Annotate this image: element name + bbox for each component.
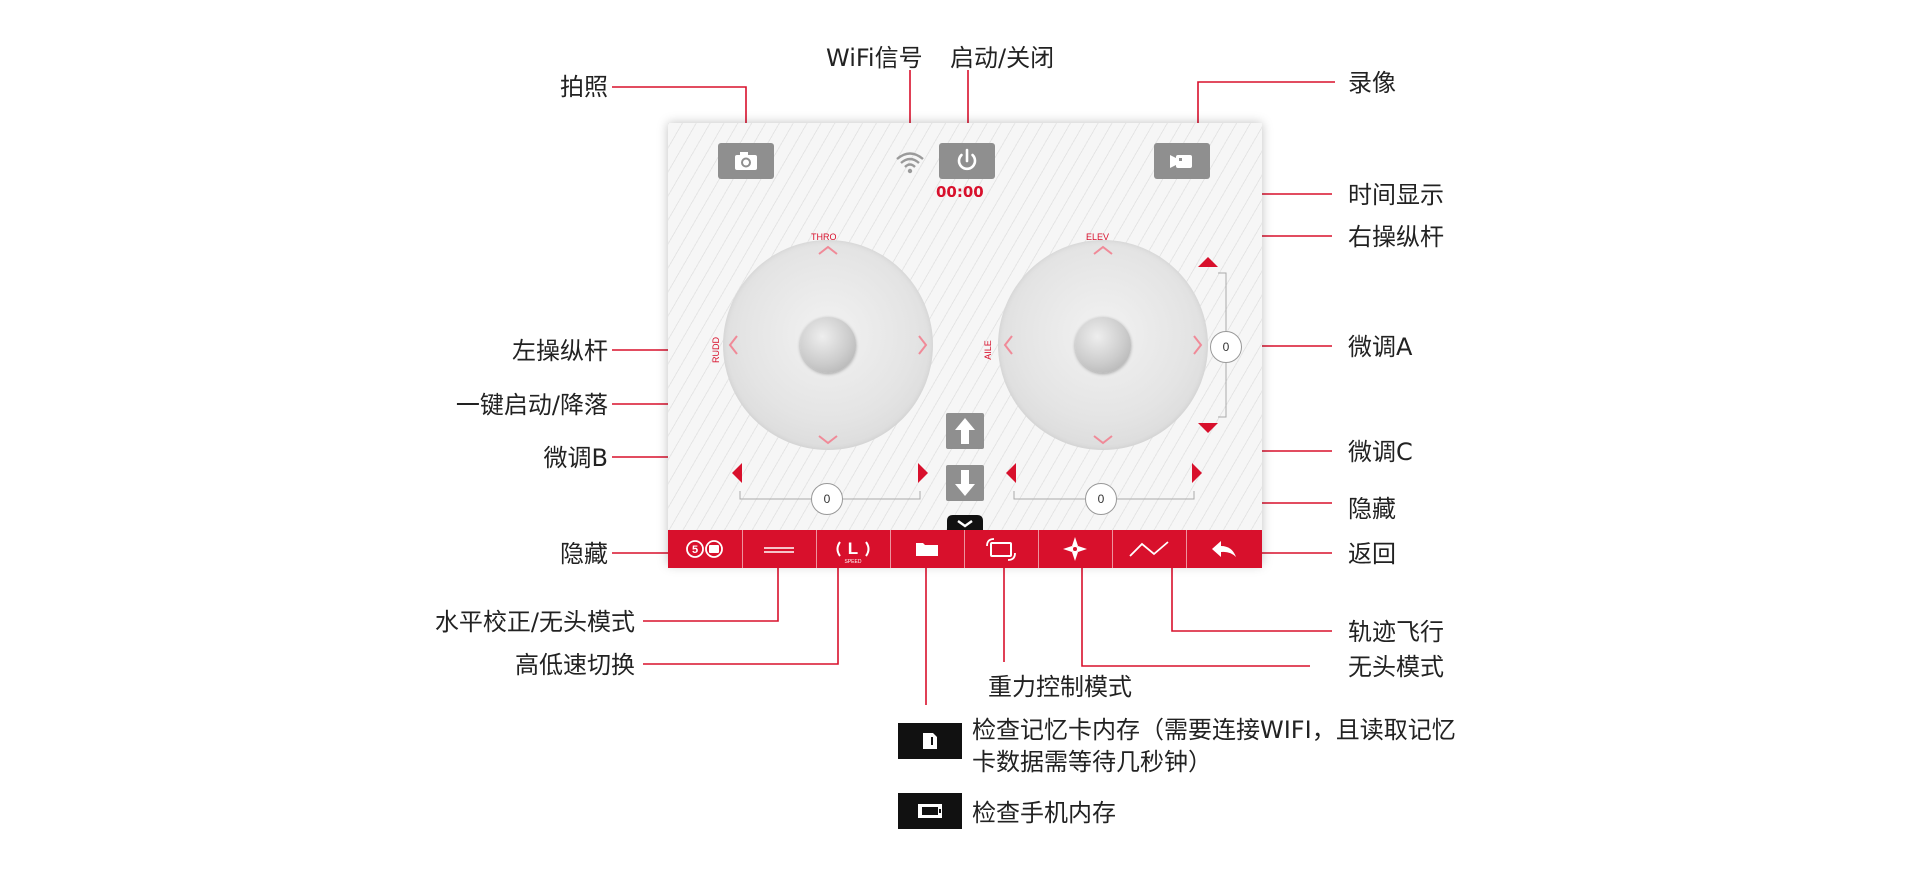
bottom-toolbar: 5 L SPEED bbox=[668, 530, 1262, 568]
toolbar-hide-button[interactable]: 5 bbox=[668, 530, 743, 568]
left-stick-chevrons bbox=[728, 245, 928, 445]
back-arrow-icon bbox=[1212, 541, 1236, 557]
elev-label: ELEV bbox=[1086, 232, 1110, 242]
label-check-phone: 检查手机内存 bbox=[972, 799, 1116, 827]
toolbar-headless-button[interactable] bbox=[1038, 530, 1113, 568]
left-chevron-up-icon bbox=[818, 245, 838, 255]
time-display: 00:00 bbox=[936, 183, 984, 201]
level-bar-icon bbox=[764, 547, 794, 553]
label-trajectory: 轨迹飞行 bbox=[1348, 618, 1444, 646]
rudd-label: RUDD bbox=[711, 337, 721, 363]
right-chevron-right-icon bbox=[1193, 335, 1203, 355]
speed-icon-letter: L bbox=[848, 539, 858, 558]
wifi-icon bbox=[896, 152, 924, 174]
label-record: 录像 bbox=[1348, 69, 1396, 97]
trim-a-down-arrow-icon bbox=[1198, 423, 1218, 433]
trim-a-up-arrow-icon bbox=[1198, 257, 1218, 267]
toolbar-gravity-button[interactable] bbox=[964, 530, 1039, 568]
aile-label: AILE bbox=[982, 340, 993, 360]
trim-b-control[interactable]: 0 bbox=[811, 483, 843, 515]
hide-icons-icon: 5 bbox=[686, 540, 723, 558]
label-trim-c: 微调C bbox=[1348, 438, 1413, 466]
toolbar-speed-button[interactable]: L SPEED bbox=[816, 530, 891, 568]
phone-icon bbox=[898, 793, 962, 829]
left-stick-knob[interactable] bbox=[800, 317, 856, 373]
label-right-stick: 右操纵杆 bbox=[1348, 223, 1444, 251]
label-photo: 拍照 bbox=[560, 73, 608, 101]
label-level-headless: 水平校正/无头模式 bbox=[434, 608, 635, 636]
chevron-down-icon bbox=[957, 520, 973, 528]
right-chevron-down-icon bbox=[1093, 435, 1113, 445]
right-chevron-up-icon bbox=[1093, 245, 1113, 255]
toolbar-folder-button[interactable] bbox=[890, 530, 965, 568]
up-arrow-icon bbox=[955, 418, 975, 444]
leader-headless bbox=[1081, 568, 1310, 667]
trim-c-right-arrow-icon bbox=[1192, 463, 1202, 483]
label-wifi: WiFi信号 bbox=[826, 44, 923, 72]
hide-toolbar-tab[interactable] bbox=[947, 515, 983, 531]
compass-icon bbox=[1063, 537, 1087, 561]
power-icon bbox=[957, 148, 977, 171]
video-camera-icon bbox=[1170, 155, 1192, 168]
photo-button[interactable] bbox=[718, 143, 774, 179]
trim-b-left-arrow-icon bbox=[732, 463, 742, 483]
label-headless: 无头模式 bbox=[1348, 653, 1444, 681]
right-stick-chevrons bbox=[1003, 245, 1203, 445]
label-left-stick: 左操纵杆 bbox=[512, 337, 608, 365]
label-one-key: 一键启动/降落 bbox=[455, 391, 608, 419]
camera-icon bbox=[735, 152, 757, 170]
right-chevron-left-icon bbox=[1003, 335, 1013, 355]
label-hide-right: 隐藏 bbox=[1348, 495, 1396, 523]
left-chevron-right-icon bbox=[918, 335, 928, 355]
speed-icon: L SPEED bbox=[836, 539, 870, 565]
folder-icon bbox=[916, 543, 938, 556]
label-gravity: 重力控制模式 bbox=[988, 673, 1132, 701]
left-chevron-left-icon bbox=[728, 335, 738, 355]
leader-trajectory bbox=[1171, 568, 1332, 632]
landing-button[interactable] bbox=[946, 465, 984, 501]
record-button[interactable] bbox=[1154, 143, 1210, 179]
toolbar-level-button[interactable] bbox=[742, 530, 817, 568]
toolbar-trajectory-button[interactable] bbox=[1112, 530, 1187, 568]
svg-text:5: 5 bbox=[692, 544, 698, 556]
trim-a-control[interactable]: 0 bbox=[1210, 331, 1242, 363]
rotate-device-icon bbox=[986, 538, 1016, 561]
down-arrow-icon bbox=[955, 470, 975, 496]
label-check-card-2: 卡数据需等待几秒钟） bbox=[972, 748, 1212, 776]
label-check-card-1: 检查记忆卡内存（需要连接WIFI，且读取记忆 bbox=[972, 716, 1456, 744]
label-hide-left: 隐藏 bbox=[560, 540, 608, 568]
power-button[interactable] bbox=[939, 143, 995, 179]
label-time-display: 时间显示 bbox=[1348, 181, 1444, 209]
sd-card-icon bbox=[898, 723, 962, 759]
label-back: 返回 bbox=[1348, 540, 1396, 568]
controller-screen: 00:00 THRO RUDD ELEV AILE bbox=[668, 123, 1262, 568]
left-chevron-down-icon bbox=[818, 435, 838, 445]
leader-level bbox=[643, 568, 779, 622]
thro-label: THRO bbox=[811, 232, 837, 242]
trim-c-left-arrow-icon bbox=[1006, 463, 1016, 483]
label-trim-b: 微调B bbox=[543, 444, 608, 472]
label-power: 启动/关闭 bbox=[950, 44, 1055, 72]
label-speed-switch: 高低速切换 bbox=[515, 651, 635, 679]
right-stick-knob[interactable] bbox=[1075, 317, 1131, 373]
toolbar-back-button[interactable] bbox=[1186, 530, 1262, 568]
trajectory-icon bbox=[1129, 541, 1169, 557]
speed-icon-sub: SPEED bbox=[845, 559, 862, 565]
label-trim-a: 微调A bbox=[1348, 333, 1413, 361]
leader-speed bbox=[643, 568, 839, 665]
trim-c-control[interactable]: 0 bbox=[1085, 483, 1117, 515]
takeoff-button[interactable] bbox=[946, 413, 984, 449]
trim-b-right-arrow-icon bbox=[918, 463, 928, 483]
